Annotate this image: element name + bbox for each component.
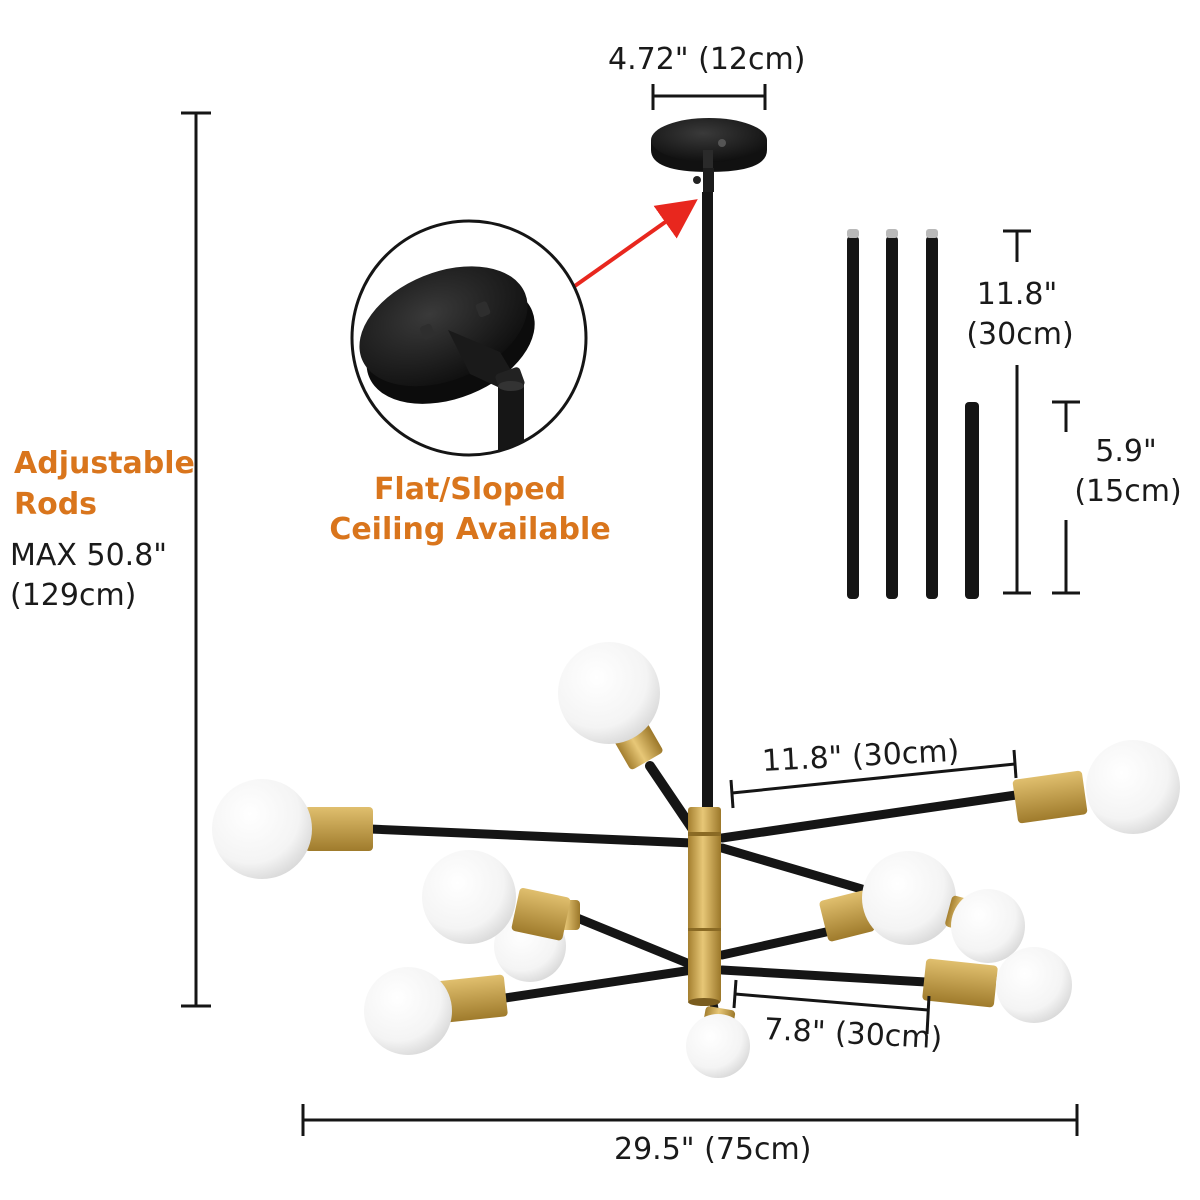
bulbs bbox=[212, 642, 1180, 1078]
bulb-sphere-icon bbox=[212, 779, 373, 879]
main-rod bbox=[702, 192, 713, 814]
upper-arm-bracket bbox=[729, 749, 1018, 809]
bulb-sphere-icon bbox=[686, 1006, 750, 1078]
height-bracket bbox=[181, 111, 211, 1008]
total-width-label: 29.5" (75cm) bbox=[614, 1132, 812, 1167]
long-rod-length-metric-label: (30cm) bbox=[966, 317, 1074, 352]
bulb-sphere-icon bbox=[364, 967, 508, 1055]
bulb-sphere-icon bbox=[945, 889, 1025, 963]
bulb-sphere-icon bbox=[819, 851, 956, 945]
sloped-ceiling-zoom bbox=[350, 219, 588, 457]
extension-rod-long bbox=[847, 229, 859, 599]
pointer-arrow-icon bbox=[570, 199, 698, 290]
max-length-metric-label: (129cm) bbox=[10, 578, 137, 613]
bulb-sphere-icon bbox=[558, 642, 663, 770]
extension-rod-short bbox=[965, 402, 979, 599]
canopy-width-label: 4.72" (12cm) bbox=[608, 42, 806, 77]
long-rod-length-label: 11.8" bbox=[976, 277, 1058, 312]
extension-rod-long bbox=[886, 229, 898, 599]
canopy-width-bracket bbox=[651, 84, 767, 110]
adjustable-rods-label: Adjustable bbox=[14, 446, 195, 481]
adjustable-rods-label-line2: Rods bbox=[14, 487, 98, 522]
center-column bbox=[688, 807, 721, 1006]
extension-rods bbox=[847, 229, 979, 599]
bulb-sphere-icon bbox=[422, 850, 571, 944]
ceiling-canopy bbox=[651, 118, 767, 192]
lower-arm-bracket bbox=[732, 979, 931, 1035]
sloped-ceiling-label: Flat/Sloped bbox=[373, 472, 567, 507]
short-rod-bracket bbox=[1052, 400, 1080, 595]
bulb-sphere-icon bbox=[1012, 740, 1180, 834]
sloped-ceiling-label-line2: Ceiling Available bbox=[329, 512, 611, 547]
total-width-bracket bbox=[301, 1104, 1079, 1136]
long-rod-bracket bbox=[1003, 229, 1031, 595]
extension-rod-long bbox=[926, 229, 938, 599]
short-rod-length-label: 5.9" bbox=[1095, 434, 1157, 469]
max-length-label: MAX 50.8" bbox=[10, 538, 168, 573]
short-rod-length-metric-label: (15cm) bbox=[1074, 474, 1182, 509]
bulb-sphere-icon bbox=[922, 947, 1072, 1023]
